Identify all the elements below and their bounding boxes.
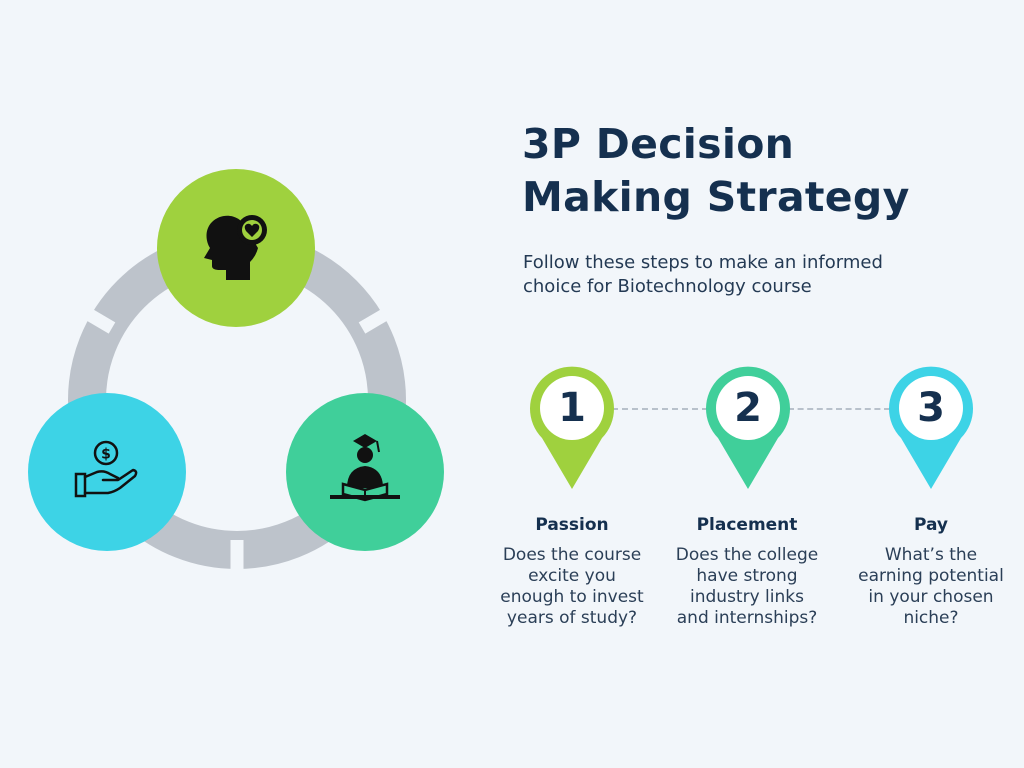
step-number: 2 [734, 385, 762, 431]
hand-coin-icon: $ [74, 440, 138, 498]
page-subtitle: Follow these steps to make an informed c… [523, 252, 883, 297]
graduate-reading-icon [330, 434, 400, 502]
step-description-passion: Does the course excite you enough to inv… [500, 545, 644, 628]
svg-text:$: $ [101, 447, 111, 463]
step-pin-3: 3 [889, 366, 973, 490]
step-connector [788, 408, 890, 410]
head-heart-icon [204, 215, 267, 280]
step-number: 3 [917, 385, 945, 431]
step-title-passion: Passion [535, 515, 609, 535]
step-connector [612, 408, 708, 410]
step-pin-2: 2 [706, 366, 790, 490]
page-title: 3P Decision Making Strategy [522, 118, 1002, 224]
cycle-node-passion [157, 169, 315, 327]
cycle-svg: $ [28, 169, 444, 578]
step-description-pay: What’s the earning potential in your cho… [858, 545, 1004, 628]
title-line-2: Making Strategy [522, 173, 910, 221]
step-number: 1 [558, 385, 586, 431]
ring-gaps [74, 302, 400, 578]
cycle-diagram: $ [0, 0, 480, 768]
title-line-1: 3P Decision [522, 120, 795, 168]
step-description-placement: Does the college have strong industry li… [675, 545, 819, 628]
cycle-node-placement [286, 393, 444, 551]
cycle-node-pay: $ [28, 393, 186, 551]
step-pin-1: 1 [530, 366, 614, 490]
step-title-placement: Placement [696, 515, 798, 535]
step-title-pay: Pay [913, 515, 949, 535]
